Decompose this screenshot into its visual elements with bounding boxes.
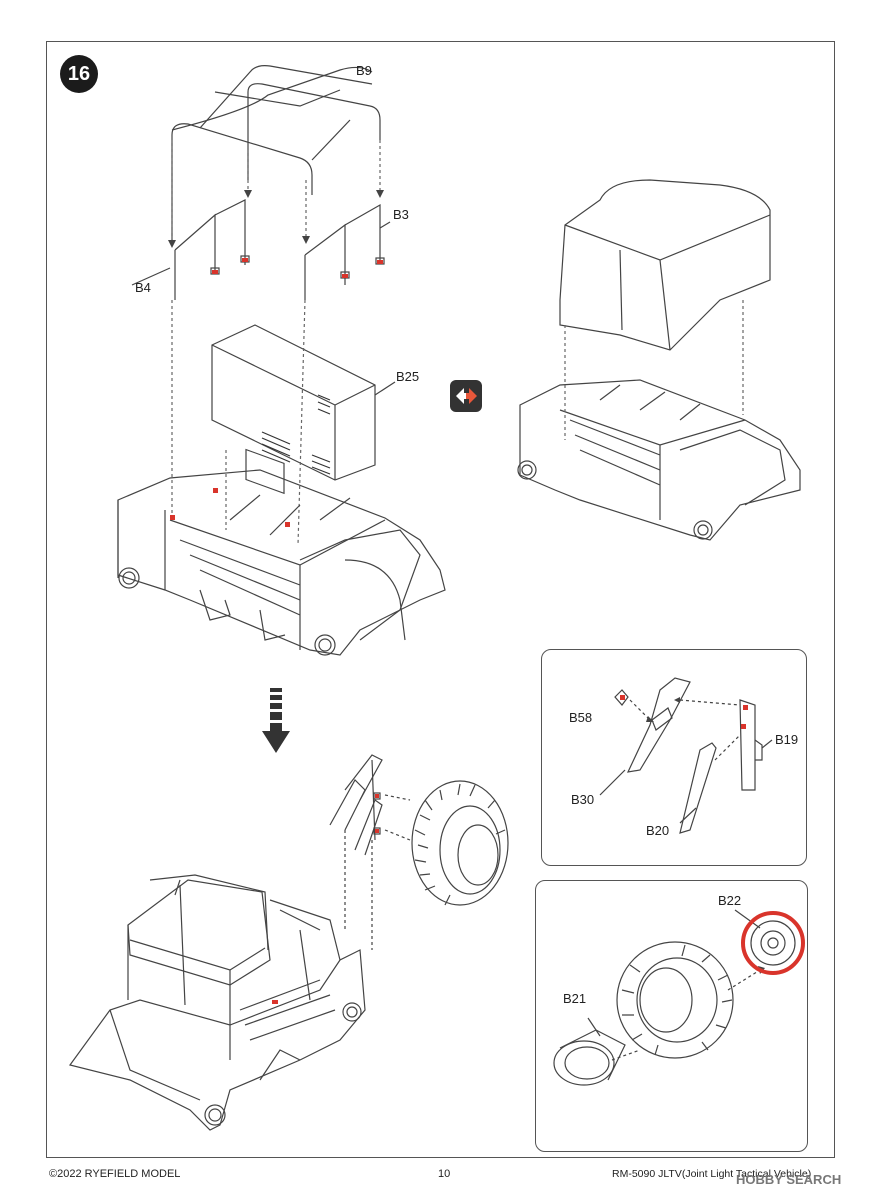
label-b4: B4 <box>135 280 151 295</box>
detail-parts-b19-b30 <box>599 677 773 834</box>
label-b3: B3 <box>393 207 409 222</box>
page-frame <box>46 41 835 1158</box>
spare-tire-mount <box>329 754 411 950</box>
label-b58: B58 <box>569 710 593 725</box>
equipment-box-b25 <box>211 324 396 495</box>
roll-cage-b9 <box>171 65 381 240</box>
label-b9: B9 <box>356 63 372 78</box>
footer-product: RM-5090 JLTV(Joint Light Tactical Vehicl… <box>612 1168 812 1180</box>
spare-tire-lower <box>411 780 509 906</box>
label-b21: B21 <box>563 991 587 1006</box>
footer-copyright: ©2022 RYEFIELD MODEL <box>49 1168 181 1180</box>
swap-arrows-icon <box>450 380 482 412</box>
detail-wheel-b21-b22 <box>553 909 765 1086</box>
rim-b22 <box>741 911 805 975</box>
footer-watermark: HOBBY SEARCH <box>736 1172 842 1187</box>
label-b22: B22 <box>718 893 742 908</box>
assembled-truck-bed <box>68 874 366 1131</box>
label-b30: B30 <box>571 792 595 807</box>
label-b25: B25 <box>396 369 420 384</box>
truck-bed-with-cover <box>517 179 801 541</box>
side-posts-b3-b4 <box>131 199 391 300</box>
truck-bed-main <box>117 469 446 656</box>
label-b20: B20 <box>646 823 670 838</box>
label-b19: B19 <box>775 732 799 747</box>
step-number-badge: 16 <box>60 55 98 93</box>
down-arrow-icon <box>262 688 290 753</box>
footer-page-number: 10 <box>438 1168 451 1180</box>
detail-box-rear-mount <box>541 649 807 866</box>
detail-box-wheel <box>535 880 808 1152</box>
